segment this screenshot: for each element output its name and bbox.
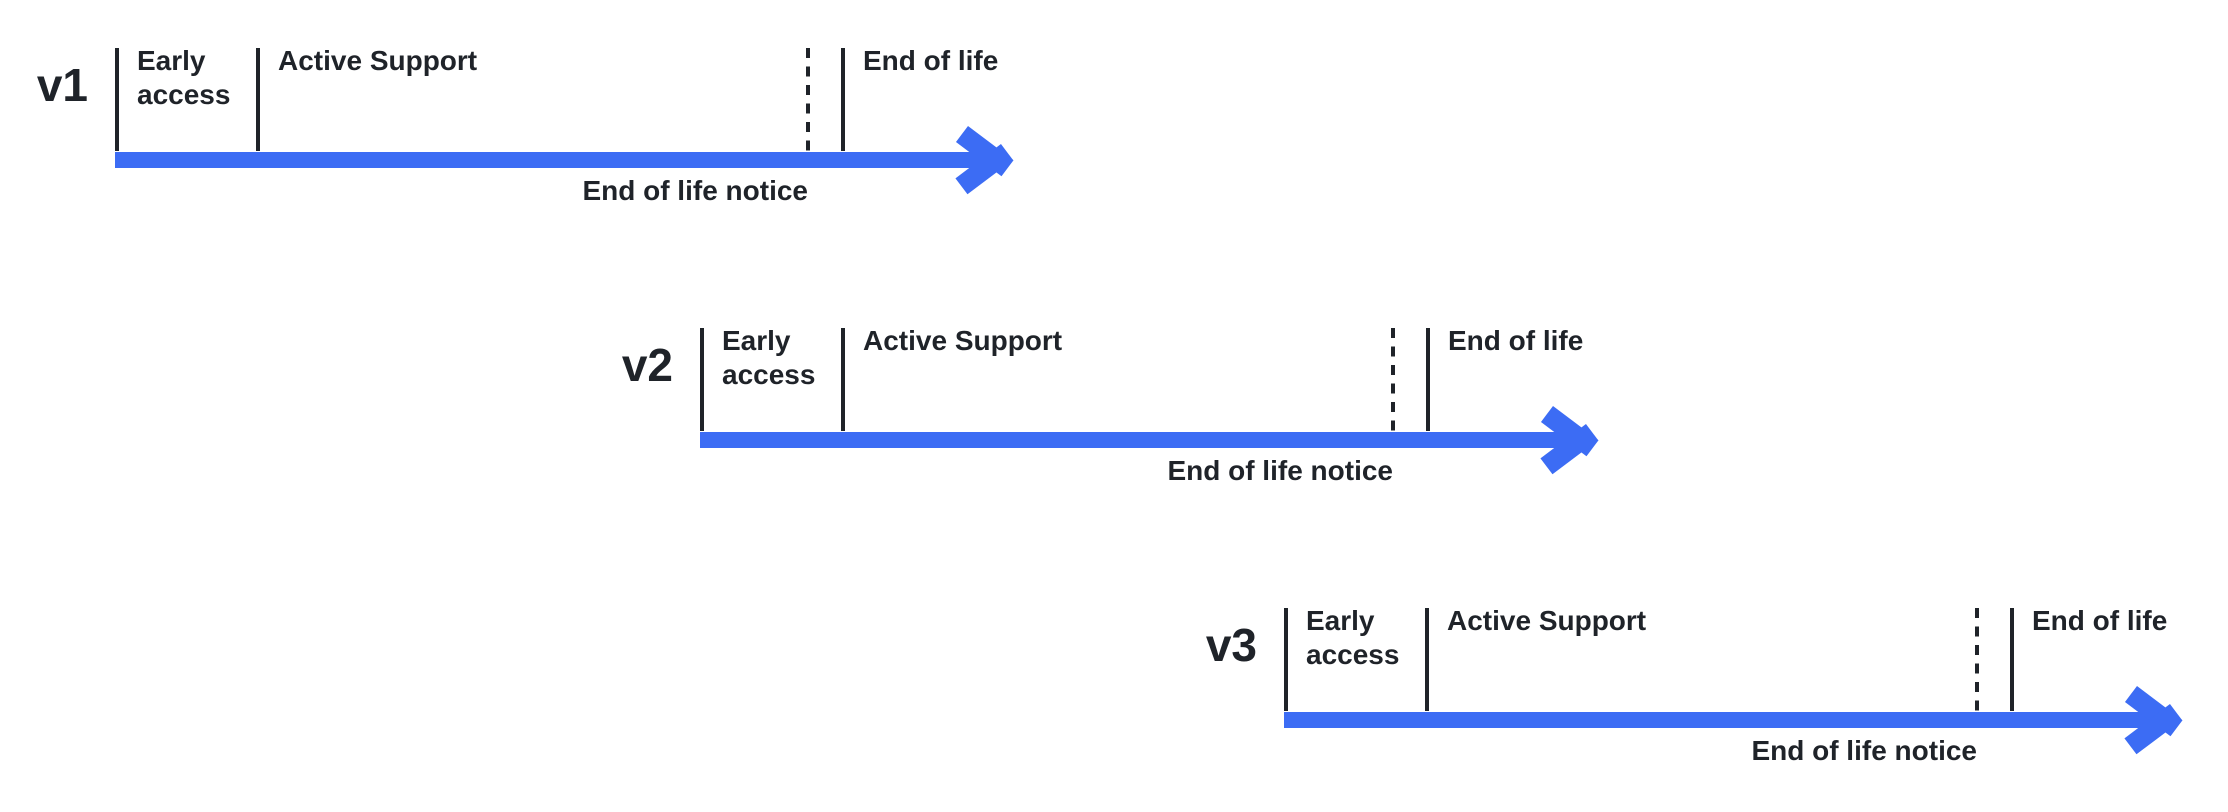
active-support-label: Active Support bbox=[1447, 605, 1647, 636]
early-access-start-tick bbox=[115, 48, 119, 151]
timeline-arrow-icon bbox=[115, 126, 1014, 195]
timeline-arrowhead-bottom bbox=[955, 144, 1013, 195]
end-of-life-label: End of life bbox=[1448, 325, 1584, 356]
early-access-start-tick bbox=[1284, 608, 1288, 711]
active-support-label: Active Support bbox=[278, 45, 478, 76]
end-of-life-label: End of life bbox=[2032, 605, 2168, 636]
timeline-arrow-shaft bbox=[700, 432, 1572, 448]
timeline-arrow-shaft bbox=[115, 152, 987, 168]
timeline-row-v1: v1 Early access Active Support End of li… bbox=[0, 0, 1100, 235]
end-of-life-tick bbox=[2010, 608, 2014, 711]
end-of-life-tick bbox=[1426, 328, 1430, 431]
timeline-arrowhead-bottom bbox=[2124, 704, 2182, 755]
end-of-life-notice-label: End of life notice bbox=[582, 175, 808, 206]
early-access-label: Early access bbox=[722, 325, 816, 390]
timeline-arrow-shaft bbox=[1284, 712, 2156, 728]
active-support-start-tick bbox=[256, 48, 260, 151]
version-label: v3 bbox=[1205, 619, 1257, 671]
end-of-life-notice-label: End of life notice bbox=[1167, 455, 1393, 486]
early-access-label: Early access bbox=[1306, 605, 1400, 670]
timeline-row-v2: v2 Early access Active Support End of li… bbox=[585, 280, 1685, 515]
end-of-life-label: End of life bbox=[863, 45, 999, 76]
end-of-life-notice-label: End of life notice bbox=[1751, 735, 1977, 766]
end-of-life-notice-tick bbox=[806, 48, 810, 151]
timeline-row-v3: v3 Early access Active Support End of li… bbox=[1169, 560, 2228, 795]
end-of-life-notice-tick bbox=[1391, 328, 1395, 431]
active-support-start-tick bbox=[841, 328, 845, 431]
timeline-arrowhead-bottom bbox=[1540, 424, 1598, 475]
active-support-start-tick bbox=[1425, 608, 1429, 711]
early-access-label: Early access bbox=[137, 45, 231, 110]
version-label: v2 bbox=[621, 339, 673, 391]
end-of-life-notice-tick bbox=[1975, 608, 1979, 711]
active-support-label: Active Support bbox=[863, 325, 1063, 356]
end-of-life-tick bbox=[841, 48, 845, 151]
version-label: v1 bbox=[36, 59, 88, 111]
timeline-arrow-icon bbox=[700, 406, 1599, 475]
timeline-arrow-icon bbox=[1284, 686, 2183, 755]
early-access-start-tick bbox=[700, 328, 704, 431]
